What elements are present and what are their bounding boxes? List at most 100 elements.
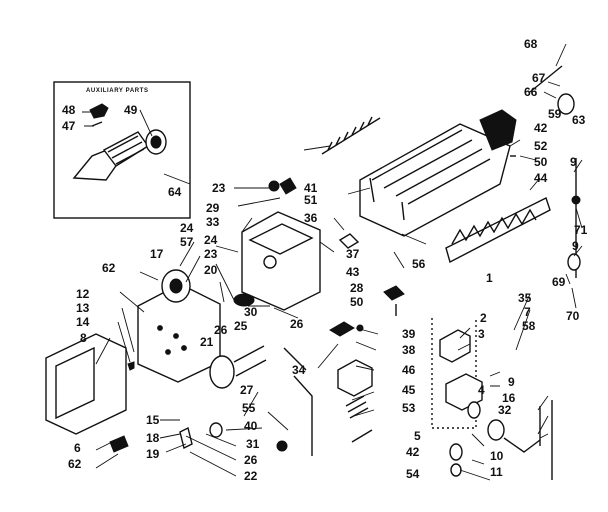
- leader-bottom: [95, 441, 119, 469]
- part-label: 27: [240, 383, 254, 397]
- leader-aux: [82, 109, 191, 185]
- retainer: [383, 285, 405, 301]
- plate-hole: [165, 349, 171, 355]
- part-label: 38: [402, 343, 416, 357]
- part-label: 12: [76, 287, 90, 301]
- part-label: 31: [246, 437, 260, 451]
- leader-right-bottom: [457, 293, 549, 481]
- part-label: 34: [292, 363, 306, 377]
- part-label: 11: [490, 465, 503, 479]
- part-label: 26: [290, 317, 304, 331]
- part-label: 66: [524, 85, 538, 99]
- plate-hole: [173, 333, 179, 339]
- bracket: [179, 426, 193, 450]
- tube-grommet: [557, 93, 575, 115]
- screw-part: [91, 121, 103, 127]
- part-label: 23: [212, 181, 226, 195]
- part-label: 49: [124, 103, 138, 117]
- rod-clip: [571, 195, 581, 205]
- part-label: 39: [402, 327, 416, 341]
- part-label: 40: [244, 419, 258, 433]
- gasket: [338, 233, 360, 249]
- part-label: 19: [146, 447, 160, 461]
- mold-end-block: [479, 109, 517, 151]
- shutoff-link: [283, 347, 307, 371]
- leader-top: [303, 145, 541, 269]
- fill-tube-assembly: [529, 65, 581, 278]
- gear-motor: [209, 355, 235, 389]
- part-label: 71: [574, 223, 588, 237]
- part-label: 33: [206, 215, 220, 229]
- housing-knob: [268, 180, 280, 192]
- leader-right: [509, 43, 583, 309]
- part-label: 63: [572, 113, 586, 127]
- heater-coils: [451, 208, 537, 245]
- switch-bracket-outline: [431, 318, 477, 429]
- switch-knob: [467, 401, 481, 419]
- cam-lever: [329, 321, 355, 337]
- part-label: 50: [350, 295, 364, 309]
- part-label: 28: [350, 281, 364, 295]
- screw: [127, 361, 135, 371]
- part-label: 42: [534, 121, 548, 135]
- motor-hub: [169, 278, 183, 294]
- ice-mold-body: [359, 123, 511, 237]
- part-label: 16: [502, 391, 516, 405]
- part-label: 17: [150, 247, 164, 261]
- bearing: [487, 419, 505, 441]
- nut: [450, 463, 462, 477]
- part-label: 37: [346, 247, 360, 261]
- part-label: 57: [180, 235, 194, 249]
- part-label: 53: [402, 401, 416, 415]
- part-label: 26: [244, 453, 258, 467]
- part-label: 1: [486, 271, 493, 285]
- leader-lines: [82, 43, 583, 481]
- part-label: 35: [518, 291, 532, 305]
- part-label: 68: [524, 37, 538, 51]
- heater-shroud: [445, 197, 551, 264]
- aux-box-frame: [53, 81, 191, 219]
- part-label: 3: [478, 327, 485, 341]
- leader-left: [95, 187, 281, 365]
- part-label: 43: [346, 265, 360, 279]
- cam: [209, 422, 223, 438]
- control-housing: [241, 180, 321, 311]
- part-label: 52: [534, 139, 548, 153]
- part-label: 56: [412, 257, 426, 271]
- front-cover: [45, 333, 127, 435]
- part-label: 46: [402, 363, 416, 377]
- part-label: 42: [406, 445, 420, 459]
- part-label: 69: [552, 275, 566, 289]
- part-label: 67: [532, 71, 546, 85]
- part-label: 62: [102, 261, 116, 275]
- part-label: 9: [572, 239, 579, 253]
- part-label: 15: [146, 413, 160, 427]
- fill-tube: [529, 65, 563, 93]
- part-label: 51: [304, 193, 318, 207]
- part-label: 29: [206, 201, 220, 215]
- ice-mold-assembly: [321, 109, 517, 237]
- fitting-cap-hole: [150, 135, 162, 149]
- aux-box-title: AUXILIARY PARTS: [86, 88, 149, 94]
- fitting-threads: [107, 135, 145, 165]
- part-label: 59: [548, 107, 562, 121]
- part-label: 45: [402, 383, 416, 397]
- ejector-rod: [321, 117, 381, 155]
- part-label: 54: [406, 467, 420, 481]
- gear-shaft: [233, 345, 267, 377]
- part-label: 55: [242, 401, 256, 415]
- valve-spring: [345, 395, 369, 419]
- part-label: 70: [566, 309, 580, 323]
- part-label: 50: [534, 155, 548, 169]
- part-label: 9: [570, 155, 577, 169]
- shutoff-arm: [293, 375, 313, 456]
- part-label: 26: [214, 323, 228, 337]
- ice-mold-cavities: [371, 129, 491, 205]
- screw-head: [276, 440, 288, 452]
- part-label: 22: [244, 469, 258, 483]
- switch-body: [445, 373, 483, 411]
- housing-box: [241, 211, 321, 311]
- part-label: 20: [204, 263, 218, 277]
